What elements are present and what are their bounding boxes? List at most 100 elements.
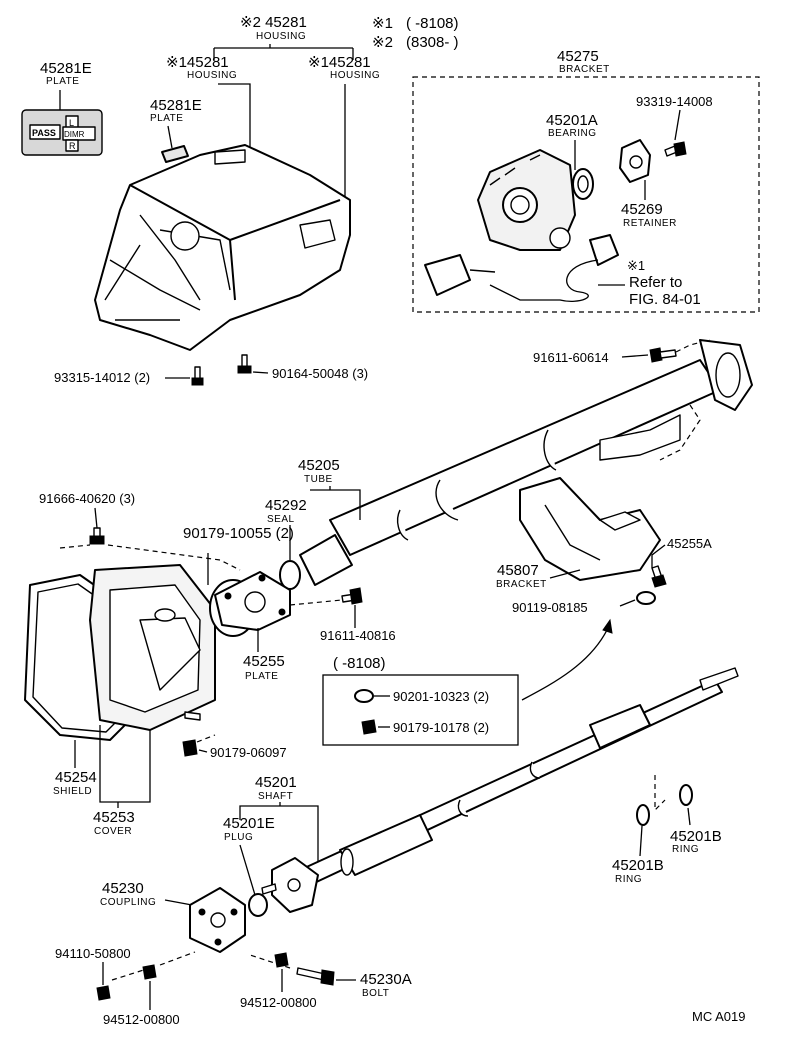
desc-shield-45254: SHIELD: [53, 786, 92, 797]
plate-45255-bolt-hole-1: [224, 592, 232, 600]
range-box-label: ( -8108): [333, 655, 386, 672]
leader-bolt-91611-60614: [621, 354, 649, 358]
label-nut-90179-06097: 90179-06097: [210, 745, 287, 760]
desc-bracket-45807: BRACKET: [496, 579, 547, 590]
range-box-arrow: [521, 627, 609, 701]
leader-ring-45201b-left: [639, 825, 643, 857]
bolt-45230a-drawing: [296, 967, 335, 986]
leader-bolt-90119: [651, 544, 666, 568]
dash-91611-40816: [289, 599, 343, 606]
coupling-45230-hole-1: [198, 908, 206, 916]
desc-seal-45292: SEAL: [267, 514, 295, 525]
bolt-91666-drawing: [89, 527, 105, 545]
plate-art: PASS L DIMR R: [21, 109, 103, 156]
shaft-45201-tube-end: [340, 848, 354, 876]
legend: ※1 ( -8108) ※2 (8308- ): [372, 15, 459, 51]
range-box-arrowhead: [602, 618, 613, 634]
label-screw-90164: 90164-50048 (3): [272, 366, 368, 381]
label-ring-45201b-right: 45201B: [670, 828, 722, 845]
leader-nut-90179-06097: [198, 749, 208, 753]
leader-shaft-45201: [239, 802, 319, 862]
bolt-91611-60614-drawing: [649, 347, 677, 363]
label-cover-45253: 45253: [93, 809, 135, 826]
label-nut-90179-10055: 90119-08185: [512, 600, 588, 615]
bolt-91611-40816-drawing: [341, 587, 363, 605]
leader-bracket-45807: [549, 569, 581, 579]
seal-45292-drawing: [299, 534, 353, 586]
plate-art-dim: DIMR: [64, 130, 85, 139]
nut-94512-right-drawing: [274, 952, 289, 968]
label-seal-45292: 45292: [265, 497, 307, 514]
dash-tube-bracket: [659, 404, 701, 461]
nut-90179-06097-drawing: [182, 739, 198, 757]
desc-bracket-45275: BRACKET: [559, 64, 610, 75]
desc-bearing-45201a: BEARING: [548, 128, 597, 139]
bracket-45807-edge: [544, 504, 601, 561]
label-nut-90179-10178: 90179-10178 (2): [393, 720, 489, 735]
shaft-45201-collar: [589, 704, 651, 749]
label-bearing-45201a: 45201A: [546, 112, 598, 129]
dash-bolt-45230a: [249, 954, 291, 969]
refer-mark: ※1: [627, 258, 645, 273]
label-plate-45281e-box: 45281E: [40, 60, 92, 77]
label-washer-94110: 94110-50800: [55, 946, 131, 961]
label-screw-93315: 93315-14012 (2): [54, 370, 150, 385]
bracket-45807-group: 45807 BRACKET 45255A 90119-08185: [496, 477, 712, 615]
range-box-group: ( -8108) 90201-10323 (2) 90179-10178 (2): [322, 618, 613, 746]
shaft-45201-spline: [699, 667, 739, 691]
plate-art-r: R: [69, 141, 76, 151]
refer-line1: Refer to: [629, 274, 682, 291]
cover-45253-hole: [154, 608, 176, 622]
legend-note1-mark: ※1: [372, 15, 393, 32]
desc-ring-45201b-left: RING: [615, 874, 642, 885]
nut-94512-left-drawing: [142, 964, 157, 980]
nut-90179-10055-drawing: [636, 591, 656, 605]
leader-screw-90164: [252, 371, 269, 374]
label-bolt-91611-60614: 91611-60614: [533, 350, 609, 365]
desc-housing-145281-left: HOUSING: [187, 70, 237, 81]
steering-tube-group: 91611-60614 45205 TUBE 45292 SEAL: [265, 339, 753, 590]
tube-45205-band-3: [396, 509, 409, 541]
ring-45201b-right-drawing: [679, 784, 693, 806]
plate-45255-bolt-hole-2: [278, 608, 286, 616]
desc-shaft-45201: SHAFT: [258, 791, 293, 802]
dash-coupling-hardware: [111, 951, 196, 981]
bracket-45275-group: 45275 BRACKET 45201A BEARING 93319-14008…: [412, 48, 760, 313]
label-bracket-45275: 45275: [557, 48, 599, 65]
shaft-45201-tube: [339, 814, 433, 876]
label-housing-145281-left: ※145281: [166, 54, 229, 71]
legend-note2-mark: ※2: [372, 34, 393, 51]
label-housing-145281-right: ※145281: [308, 54, 371, 71]
bracket-45807-drawing: [519, 477, 661, 581]
desc-plate-45255: PLATE: [245, 671, 278, 682]
ring-45201b-left-drawing: [636, 804, 650, 826]
shaft-45201-yoke-hole: [287, 878, 301, 892]
leader-plate-45281e: [167, 125, 173, 149]
label-plate-45281e: 45281E: [150, 97, 202, 114]
refer-line2: FIG. 84-01: [629, 291, 701, 308]
desc-bolt-45230a: BOLT: [362, 988, 389, 999]
bracket-45807-tab: [599, 511, 641, 531]
desc-housing-45281: HOUSING: [256, 31, 306, 42]
desc-coupling-45230: COUPLING: [100, 897, 156, 908]
leader-ring-45201b-right: [687, 807, 691, 826]
label-plate-45255: 45255: [243, 653, 285, 670]
steering-shaft-group: 45201 SHAFT 45201E PLUG 45230 COUPLING 4…: [55, 667, 739, 1027]
plate-art-pass: PASS: [32, 128, 56, 138]
label-bolt-93319: 93319-14008: [636, 94, 713, 109]
coupling-45230-hole-3: [214, 938, 222, 946]
desc-cover-45253: COVER: [94, 826, 132, 837]
label-bolt-91666: 91666-40620 (3): [39, 491, 135, 506]
label-coupling-45230: 45230: [102, 880, 144, 897]
desc-plate-45281e: PLATE: [150, 113, 183, 124]
tube-45205-band-1: [543, 429, 557, 471]
leader-coupling-45230: [164, 899, 193, 906]
label-tube-45205: 45205: [298, 457, 340, 474]
leader-bolt-91666: [94, 507, 98, 529]
leader-tube-45205: [310, 486, 361, 520]
dash-91666: [59, 544, 241, 571]
label-bolt-91611-40816: 91611-40816: [320, 628, 396, 643]
cover-group: 91666-40620 (3) 90179-10055 (2) 45255 PL…: [24, 491, 396, 837]
label-washer-90201: 90201-10323 (2): [393, 689, 489, 704]
range-box: [322, 674, 519, 746]
